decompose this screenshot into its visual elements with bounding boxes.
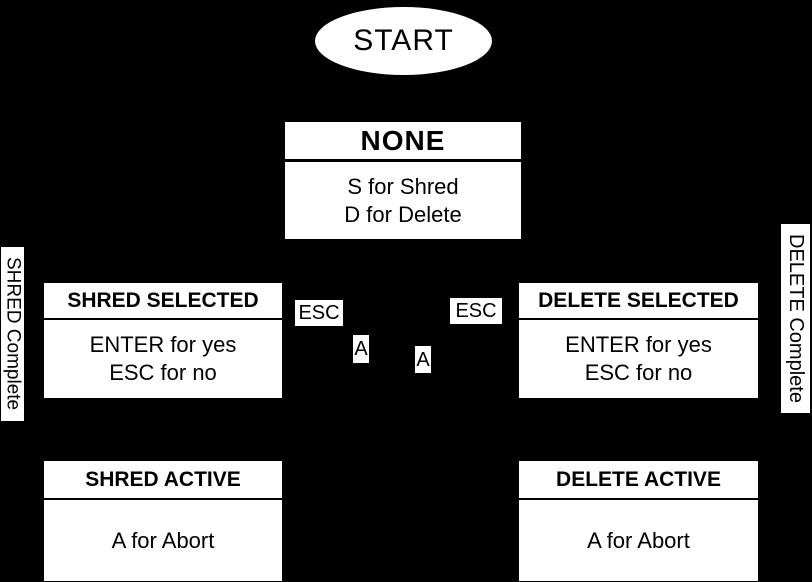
state-shred-active-title: SHRED ACTIVE [44, 461, 282, 500]
state-body-line: D for Delete [344, 201, 462, 227]
state-body-line: ESC for no [584, 360, 693, 385]
state-body-line: ESC for no [109, 360, 217, 385]
start-node: START [315, 7, 492, 75]
state-delete-active-body: A for Abort [519, 500, 758, 581]
state-body-line: A for Abort [111, 527, 215, 553]
state-body-line: S for Shred [347, 173, 459, 199]
start-label: START [353, 24, 454, 57]
state-body-line: ENTER for yes [89, 332, 237, 357]
transition-label-esc-left: ESC [295, 300, 343, 326]
state-delete-active-title: DELETE ACTIVE [519, 461, 758, 500]
state-body-line: A for Abort [587, 527, 690, 553]
state-body-line: ENTER for yes [565, 332, 712, 357]
state-delete-selected-title: DELETE SELECTED [519, 283, 758, 320]
transition-label-shred-complete: SHRED Complete [1, 247, 24, 421]
state-none: NONE S for Shred D for Delete [285, 122, 521, 239]
transition-label-esc-right: ESC [450, 298, 502, 324]
state-shred-active-body: A for Abort [44, 500, 282, 581]
transition-label-delete-complete: DELETE Complete [781, 224, 810, 413]
transition-label-a-right: A [415, 346, 431, 373]
state-shred-active: SHRED ACTIVE A for Abort [44, 461, 282, 581]
state-delete-active: DELETE ACTIVE A for Abort [519, 461, 758, 581]
state-delete-selected-body: ENTER for yes ESC for no [519, 320, 758, 398]
state-shred-selected-title: SHRED SELECTED [44, 283, 282, 320]
transition-label-a-left: A [353, 335, 369, 363]
state-delete-selected: DELETE SELECTED ENTER for yes ESC for no [519, 283, 758, 398]
state-none-body: S for Shred D for Delete [285, 162, 521, 239]
state-shred-selected-body: ENTER for yes ESC for no [44, 320, 282, 398]
state-none-title: NONE [285, 122, 521, 162]
state-shred-selected: SHRED SELECTED ENTER for yes ESC for no [44, 283, 282, 398]
